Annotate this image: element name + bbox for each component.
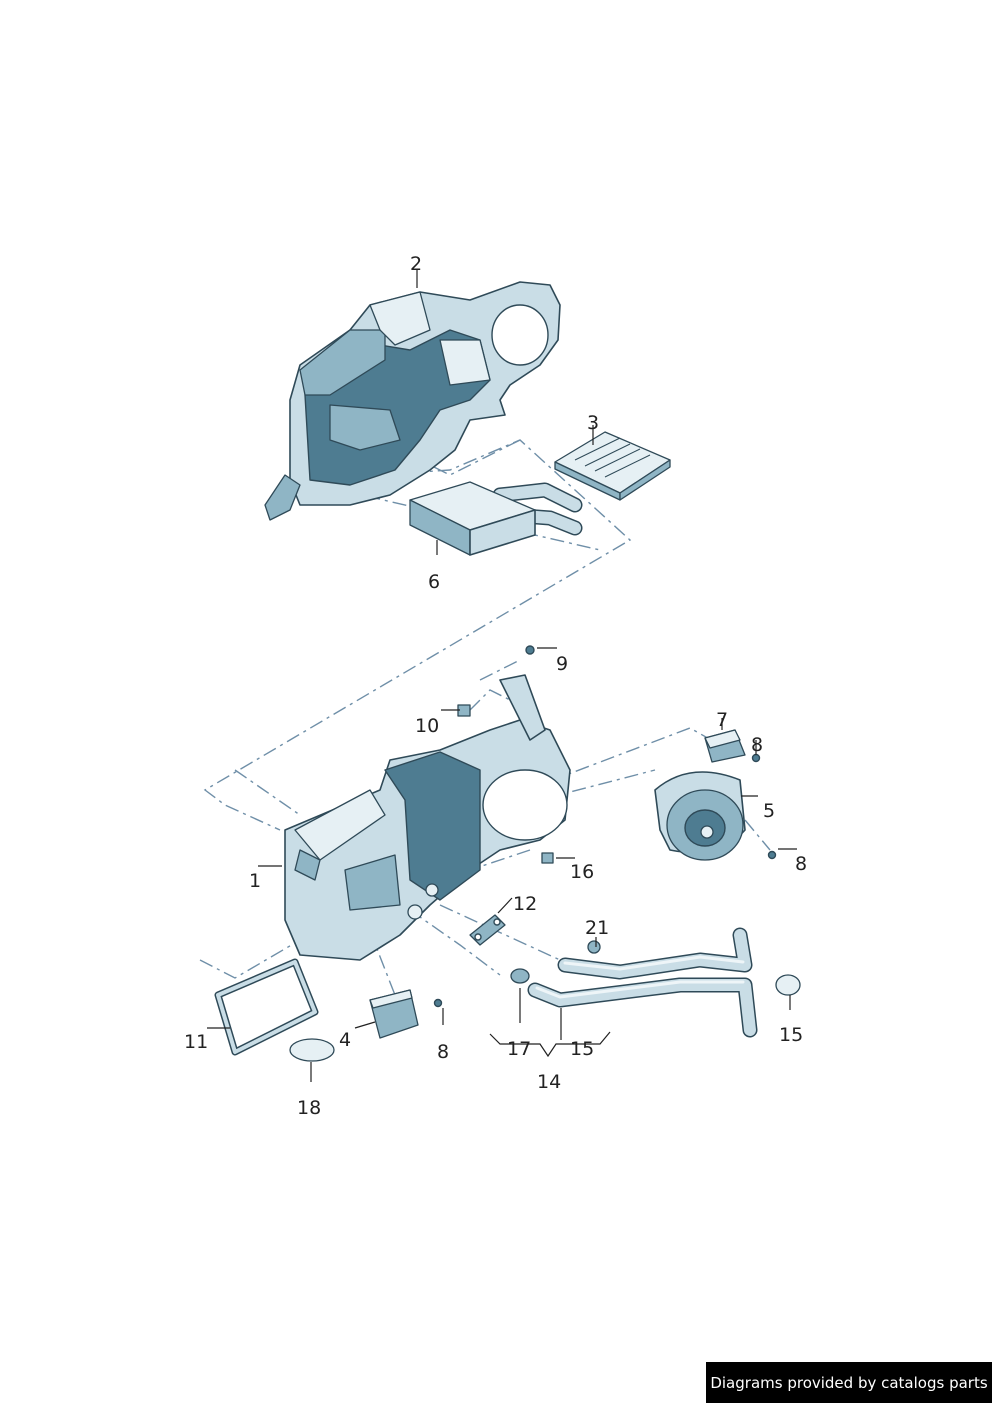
small-fasteners xyxy=(433,645,777,1008)
callout-16: 16 xyxy=(570,861,594,883)
callout-21: 21 xyxy=(585,917,609,939)
callout-1: 1 xyxy=(249,870,261,892)
flange-part-12 xyxy=(469,914,506,946)
callout-17: 17 xyxy=(507,1038,531,1060)
lower-housing-part-1 xyxy=(284,674,571,961)
callout-labels: 1 2 3 4 5 6 7 8 8 8 9 10 11 12 14 15 15 … xyxy=(184,253,807,1119)
heat-exchanger-part-6 xyxy=(409,481,583,556)
upper-housing-part-2 xyxy=(264,281,561,521)
callout-7: 7 xyxy=(716,709,728,731)
leader-lines xyxy=(207,270,797,1082)
resistor-part-7 xyxy=(704,729,746,763)
callout-12: 12 xyxy=(513,893,537,915)
callout-10: 10 xyxy=(415,715,439,737)
coolant-hoses-part-14 xyxy=(510,927,801,1038)
callout-6: 6 xyxy=(428,571,440,593)
attribution-badge: Diagrams provided by catalogs parts xyxy=(706,1362,992,1403)
callout-2: 2 xyxy=(410,253,422,275)
actuator-part-4 xyxy=(369,989,419,1039)
attribution-text: Diagrams provided by catalogs parts xyxy=(710,1373,988,1392)
filter-part-3 xyxy=(554,431,671,501)
callout-9: 9 xyxy=(556,653,568,675)
callout-15-clamp: 15 xyxy=(779,1024,803,1046)
callout-15-hose: 15 xyxy=(570,1038,594,1060)
callout-14: 14 xyxy=(537,1071,561,1093)
blower-motor-part-5 xyxy=(654,771,746,861)
gasket-frame-part-11 xyxy=(214,958,319,1056)
callout-5: 5 xyxy=(763,800,775,822)
callout-8-resistor-screw: 8 xyxy=(751,734,763,756)
callout-3: 3 xyxy=(587,412,599,434)
callout-4: 4 xyxy=(339,1029,351,1051)
callout-11: 11 xyxy=(184,1031,208,1053)
callout-18: 18 xyxy=(297,1097,321,1119)
callout-8-actuator-screw: 8 xyxy=(437,1041,449,1063)
cap-part-18 xyxy=(289,1038,335,1062)
callout-8-motor-screw: 8 xyxy=(795,853,807,875)
